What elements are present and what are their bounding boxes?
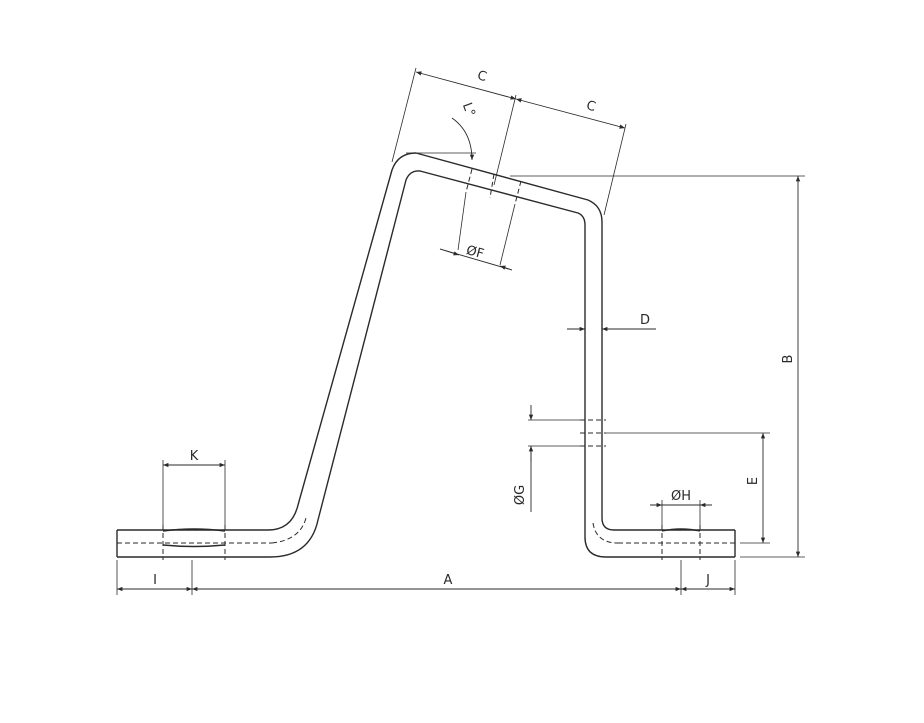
angle-l-label: L° <box>459 101 478 119</box>
dimension-b-label: B <box>781 355 796 364</box>
bracket-outer-edge <box>117 152 735 531</box>
dimension-f-label: ØF <box>464 243 485 262</box>
dimension-j: J <box>681 560 736 595</box>
dimension-c-right-label: C <box>585 98 598 115</box>
dimension-h-label: ØH <box>671 489 691 504</box>
dimension-c-left-label: C <box>476 68 489 85</box>
dimension-h: ØH <box>650 489 712 525</box>
right-bend-hidden-line <box>592 522 619 544</box>
angle-l: L° <box>406 101 478 161</box>
hole-f-centre <box>489 173 495 199</box>
dimension-j-label: J <box>705 573 710 588</box>
dimension-g: ØG <box>513 405 580 512</box>
hole-f-left-edge <box>465 168 473 193</box>
dimension-d: D <box>567 313 656 332</box>
bracket-outline <box>116 152 736 560</box>
dimension-c: C C <box>391 67 627 216</box>
hole-f-right-edge <box>514 180 522 205</box>
dimension-e: E <box>606 432 770 544</box>
left-bend-hidden-line <box>271 517 307 544</box>
dimension-k-label: K <box>190 449 199 464</box>
dimension-g-label: ØG <box>513 485 528 505</box>
dimension-f: ØF <box>439 191 516 271</box>
dimension-k: K <box>162 449 226 525</box>
bracket-inner-edge <box>117 170 735 558</box>
hole-k-bottom-curve <box>162 544 226 548</box>
dimension-d-label: D <box>640 313 650 328</box>
hole-h-top-curve <box>661 528 701 532</box>
dimension-e-label: E <box>746 477 761 485</box>
dimension-i: I <box>116 560 192 595</box>
dimension-a-label: A <box>444 573 453 588</box>
dimension-i-label: I <box>153 573 157 588</box>
dimension-b: B <box>510 175 805 558</box>
dimension-a: A <box>191 560 682 595</box>
hole-k-top-curve <box>162 528 226 532</box>
